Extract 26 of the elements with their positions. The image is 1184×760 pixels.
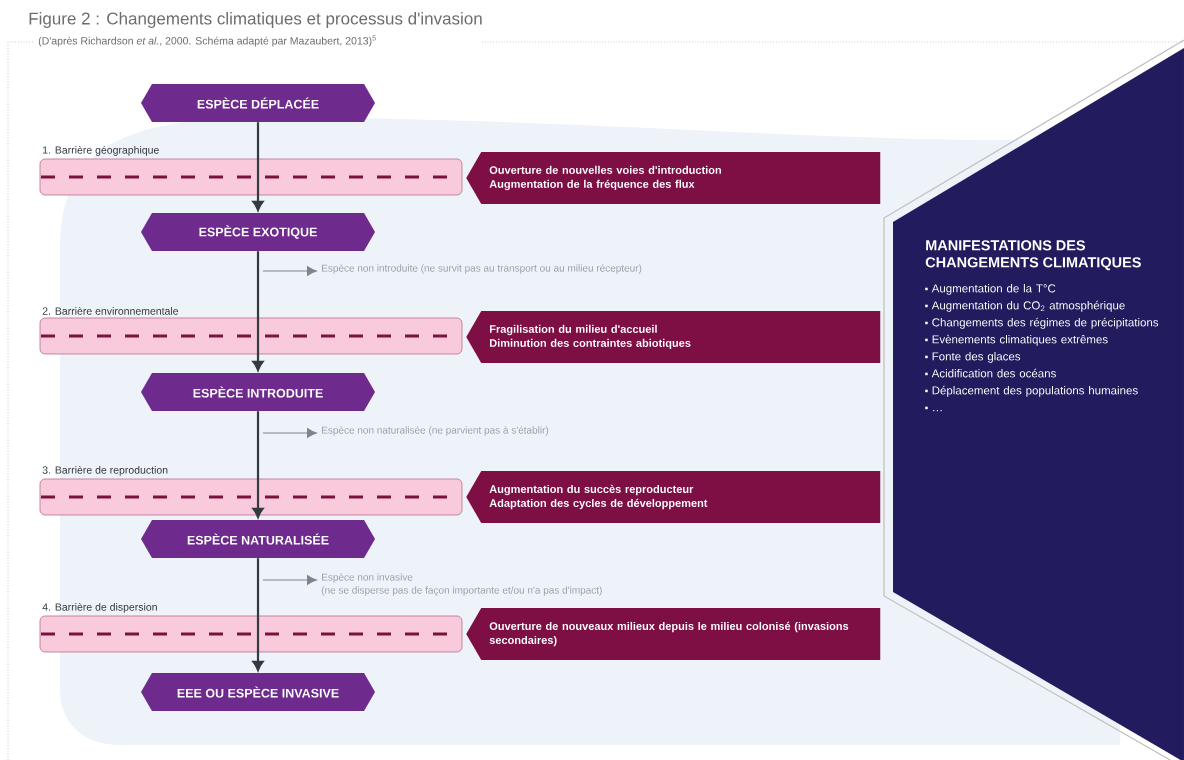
stage-hexagon: ESPÈCE INTRODUITE	[141, 373, 375, 411]
stage-hexagon: ESPÈCE DÉPLACÉE	[141, 84, 375, 122]
arrow-banner: Ouverture de nouvelles voies d'introduction Augmentation de la fréquence des flux	[466, 152, 881, 204]
arrow	[252, 122, 264, 211]
figure-title: Figure 2 : Changements climatiques et processus d'invasion	[29, 12, 482, 28]
arrow	[252, 411, 264, 518]
outcome-note: Espèce non introduite (ne survit pas au transport ou au milieu récepteur)	[322, 264, 642, 274]
stage-hexagon: ESPÈCE NATURALISÉE	[141, 520, 375, 558]
arrow	[252, 558, 264, 671]
outcome-note: Espèce non invasive (ne se disperse pas de façon importante et/ou n'a pas d'impact)	[321, 573, 602, 596]
climate-panel: MANIFESTATIONS DES CHANGEMENTS CLIMATIQUES Augmentation de la T°C Augmentation du CO$_{2}$ atmosphérique Changements des régimes de précipitations Evènements climatiques extrêmes Fonte des glaces Acidification des océans Déplacement des populations humaines …	[883, 39, 1184, 760]
barrier-label: 3. Barrière de reproduction	[42, 465, 168, 476]
arrow-banner: Augmentation du succès reproducteur Adaptation des cycles de développement	[466, 471, 881, 523]
arrow	[262, 266, 317, 276]
arrow-banner: Ouverture de nouveaux milieux depuis le milieu colonisé (invasions secondaires)	[466, 608, 881, 660]
barrier-label: 1. Barrière géographique	[43, 145, 159, 156]
arrow-banner: Fragilisation du milieu d'accueil Diminution des contraintes abiotiques	[466, 311, 881, 363]
arrow	[262, 575, 317, 585]
source-note: (D'après Richardson et al., 2000. Schéma adapté par Mazaubert, 2013)$^{5}$	[38, 35, 376, 47]
arrow	[252, 251, 264, 371]
outcome-note: Espèce non naturalisée (ne parvient pas à s'établir)	[322, 426, 549, 436]
arrow	[262, 428, 317, 438]
stage-hexagon: ESPÈCE EXOTIQUE	[141, 213, 375, 251]
stage-hexagon: EEE OU ESPÈCE INVASIVE	[141, 673, 375, 711]
barrier-label: 2. Barrière environnementale	[42, 306, 179, 315]
barrier-label: 4. Barrière de dispersion	[42, 602, 157, 613]
